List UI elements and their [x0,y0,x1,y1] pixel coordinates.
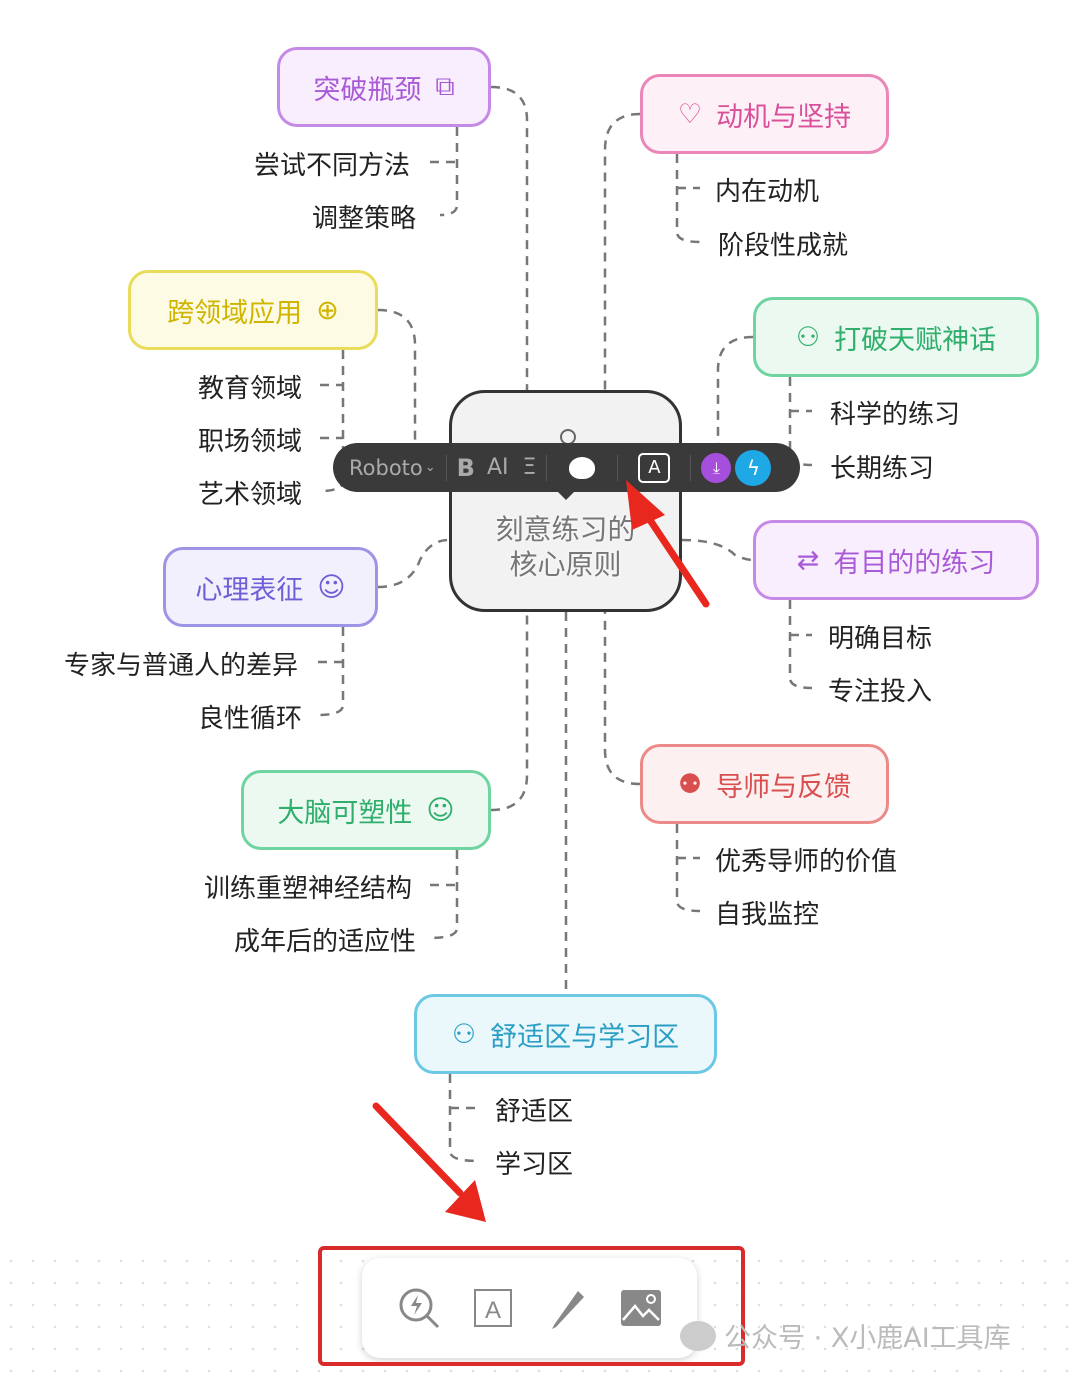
brain-head-icon: ☺ [317,571,346,603]
node-brain-plasticity[interactable]: 大脑可塑性 ☺ [241,770,491,850]
central-title-line1: 刻意练习的 [495,513,636,546]
child-item[interactable]: 长期练习 [830,454,935,484]
child-item[interactable]: 训练重塑神经结构 [203,874,412,904]
globe-icon: ⊕ [316,294,339,326]
arrows-icon: ⇄ [796,544,820,576]
node-title: 动机与坚持 [716,101,852,133]
font-size-button[interactable]: AI [486,455,509,480]
node-title: 打破天赋神话 [834,324,997,356]
text-box-icon[interactable]: A [471,1286,515,1330]
red-arrow-icon [636,501,710,608]
flowchart-icon: ⧉ [435,71,455,102]
svg-text:A: A [485,1297,501,1324]
palette-icon[interactable] [569,456,596,479]
node-mental-representation[interactable]: 心理表征 ☺ [163,547,378,627]
child-item[interactable]: 调整策略 [311,204,416,234]
divider [617,454,619,481]
node-title: 有目的的练习 [833,547,996,579]
child-item[interactable]: 学习区 [495,1150,574,1180]
bottom-toolbar: A [362,1258,697,1358]
bold-button[interactable]: B [456,453,475,482]
node-title: 大脑可塑性 [277,797,413,829]
child-item[interactable]: 职场领域 [197,427,302,457]
node-breakthrough[interactable]: 突破瓶颈 ⧉ [277,47,491,127]
pen-icon[interactable] [544,1285,590,1331]
child-item[interactable]: 内在动机 [715,177,820,207]
group-icon: ⚉ [677,768,703,800]
node-mentor-feedback[interactable]: ⚉ 导师与反馈 [640,744,889,824]
toolbar-pointer [556,490,576,500]
node-title: 突破瓶颈 [313,74,422,106]
child-item[interactable]: 舒适区 [495,1097,574,1127]
child-item[interactable]: 尝试不同方法 [253,151,410,181]
node-purposeful-practice[interactable]: ⇄ 有目的的练习 [753,520,1039,600]
divider [546,454,548,481]
node-title: 舒适区与学习区 [490,1021,680,1053]
central-title-line2: 核心原则 [509,548,622,581]
node-talent-myth[interactable]: ⚇ 打破天赋神话 [753,297,1039,377]
red-arrow-icon [372,1102,464,1197]
node-title: 心理表征 [195,574,304,606]
node-title: 跨领域应用 [167,297,303,329]
annotation-highlight-box [318,1246,745,1366]
node-title: 导师与反馈 [716,771,852,803]
format-toolbar: Roboto ⌄ B AI Ξ A ⤓ ϟ [333,443,800,492]
child-item[interactable]: 自我监控 [715,900,820,930]
node-comfort-learning-zone[interactable]: ⚇ 舒适区与学习区 [414,994,717,1074]
node-cross-domain[interactable]: 跨领域应用 ⊕ [128,270,378,350]
child-item[interactable]: 优秀导师的价值 [715,847,898,877]
child-item[interactable]: 艺术领域 [197,480,302,510]
brain-head-icon: ☺ [426,794,455,826]
ai-search-icon[interactable] [396,1285,442,1331]
child-item[interactable]: 专注投入 [828,677,933,707]
people-icon: ⚇ [795,321,821,353]
child-item[interactable]: 良性循环 [197,704,302,734]
child-item[interactable]: 阶段性成就 [718,231,849,261]
chevron-down-icon[interactable]: ⌄ [424,460,436,475]
team-icon: ⚇ [451,1018,477,1050]
child-item[interactable]: 明确目标 [828,624,933,654]
download-icon[interactable]: ⤓ [701,452,732,483]
red-arrow-head [445,1180,486,1222]
watermark-text: 公众号 · X小鹿AI工具库 [724,1323,1011,1354]
child-item[interactable]: 成年后的适应性 [233,927,416,957]
align-button[interactable]: Ξ [522,455,537,480]
divider [445,454,447,481]
child-item[interactable]: 专家与普通人的差异 [63,651,298,681]
font-select[interactable]: Roboto [349,455,423,480]
divider [690,454,692,481]
lightning-icon[interactable]: ϟ [735,449,772,486]
red-arrow-head [626,480,665,530]
child-item[interactable]: 教育领域 [197,374,302,404]
child-item[interactable]: 科学的练习 [830,400,961,430]
node-motivation[interactable]: ♡ 动机与坚持 [640,74,889,154]
text-style-button[interactable]: A [638,452,671,483]
heart-hand-icon: ♡ [677,98,703,130]
watermark: 公众号 · X小鹿AI工具库 [680,1316,1011,1355]
wechat-icon [680,1320,716,1351]
image-icon[interactable] [619,1288,663,1328]
